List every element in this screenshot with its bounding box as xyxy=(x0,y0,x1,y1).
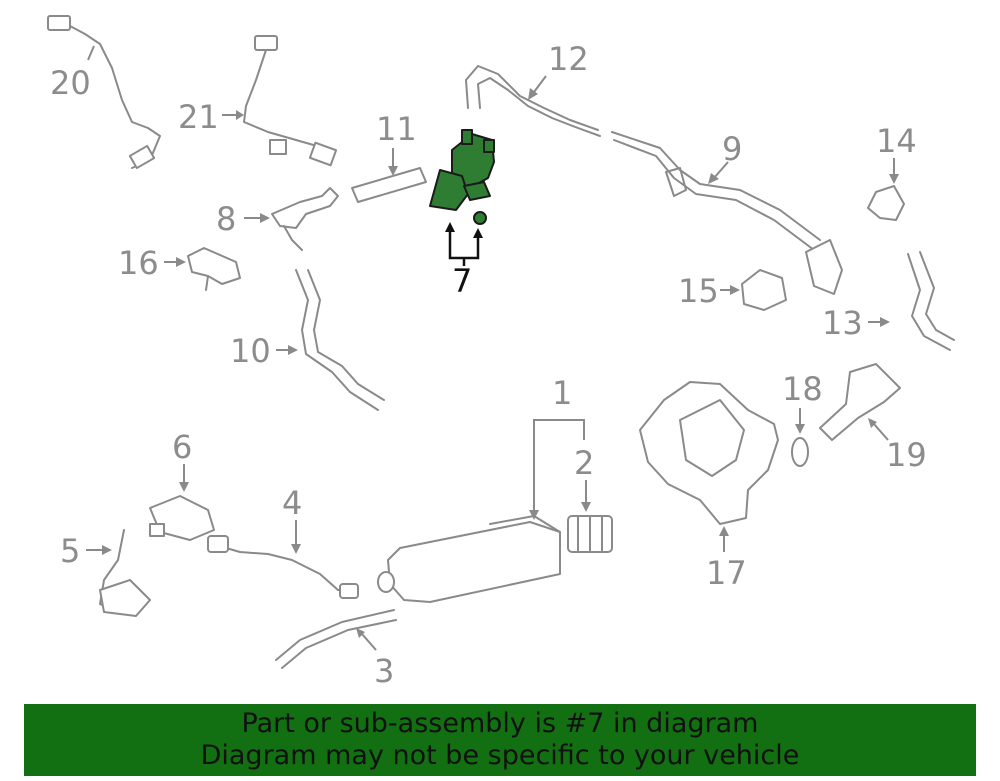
callout-18: 18 xyxy=(782,370,823,408)
part-3[interactable] xyxy=(275,609,397,669)
notice-banner: Part or sub-assembly is #7 in diagram Di… xyxy=(24,704,976,776)
callout-3: 3 xyxy=(374,652,394,690)
part-8[interactable] xyxy=(271,187,339,251)
callout-2: 2 xyxy=(574,444,594,482)
part-6[interactable] xyxy=(149,495,215,541)
callout-16: 16 xyxy=(118,244,159,282)
callout-12: 12 xyxy=(548,40,589,78)
part-9[interactable] xyxy=(611,131,843,295)
part-20[interactable] xyxy=(47,15,161,170)
callout-9: 9 xyxy=(722,130,742,168)
part-13[interactable] xyxy=(907,251,955,351)
part-10[interactable] xyxy=(295,269,385,411)
part-17[interactable] xyxy=(639,381,779,525)
notice-line-2: Diagram may not be specific to your vehi… xyxy=(200,740,800,771)
callout-21: 21 xyxy=(178,98,219,136)
part-2[interactable] xyxy=(567,515,613,553)
callout-5: 5 xyxy=(60,532,80,570)
part-14[interactable] xyxy=(867,185,905,221)
callout-13: 13 xyxy=(822,304,863,342)
part-5[interactable] xyxy=(99,529,151,617)
callout-19: 19 xyxy=(886,436,927,474)
callout-15: 15 xyxy=(678,272,719,310)
part-19[interactable] xyxy=(819,363,901,441)
notice-line-1: Part or sub-assembly is #7 in diagram xyxy=(241,708,759,739)
part-1[interactable] xyxy=(377,515,561,603)
callout-6: 6 xyxy=(172,428,192,466)
part-11[interactable] xyxy=(351,167,427,203)
callout-14: 14 xyxy=(876,122,917,160)
part-4[interactable] xyxy=(207,535,359,599)
part-16[interactable] xyxy=(187,247,241,291)
part-21[interactable] xyxy=(243,35,338,167)
part-15[interactable] xyxy=(741,269,787,311)
callout-1: 1 xyxy=(552,374,572,412)
callout-20: 20 xyxy=(50,64,91,102)
callout-4: 4 xyxy=(282,484,302,522)
callout-11: 11 xyxy=(376,110,417,148)
callout-7: 7 xyxy=(452,262,472,300)
part-12[interactable] xyxy=(465,65,601,137)
part-18[interactable] xyxy=(791,437,809,467)
callout-17: 17 xyxy=(706,554,747,592)
callout-8: 8 xyxy=(216,200,236,238)
part-7-highlighted[interactable] xyxy=(429,129,495,225)
callout-10: 10 xyxy=(230,332,271,370)
